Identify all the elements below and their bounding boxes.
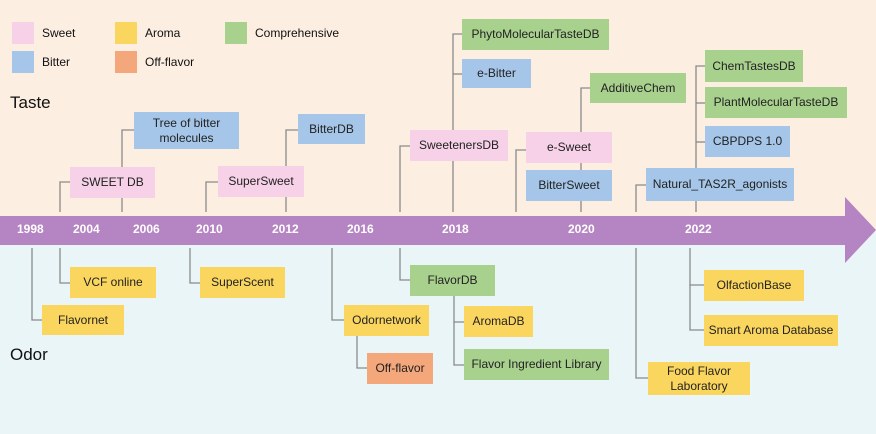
legend-aroma-label: Aroma: [145, 26, 181, 40]
taste-box-sweetenersdb: SweetenersDB: [410, 130, 508, 161]
year-label-2010: 2010: [196, 222, 223, 236]
odor-box-off-flavor: Off-flavor: [367, 353, 433, 384]
year-label-2018: 2018: [442, 222, 469, 236]
taste-box-additivechem: AdditiveChem: [590, 73, 686, 103]
odor-box-olfactionbase: OlfactionBase: [704, 270, 804, 301]
year-label-2004: 2004: [73, 222, 100, 236]
taste-section-label: Taste: [10, 93, 51, 112]
taste-box-supersweet: SuperSweet: [218, 166, 304, 197]
taste-box-natural-tas2r-agonists: Natural_TAS2R_agonists: [646, 168, 794, 201]
year-label-2012: 2012: [272, 222, 299, 236]
year-label-2022: 2022: [685, 222, 712, 236]
year-label-1998: 1998: [17, 222, 44, 236]
legend-bitter-label: Bitter: [42, 55, 71, 69]
taste-box-bitterdb: BitterDB: [298, 114, 365, 144]
legend-comprehensive-swatch: [225, 22, 247, 44]
timeline-arrow: [0, 197, 876, 263]
legend-aroma-swatch: [115, 22, 137, 44]
year-label-2006: 2006: [133, 222, 160, 236]
taste-box-phytomoleculartastedb: PhytoMolecularTasteDB: [462, 19, 609, 50]
odor-box-flavornet: Flavornet: [42, 305, 124, 335]
odor-box-superscent: SuperScent: [200, 267, 285, 298]
legend-comprehensive-label: Comprehensive: [255, 26, 340, 40]
year-label-2020: 2020: [568, 222, 595, 236]
taste-box-chemtastesdb: ChemTastesDB: [705, 50, 803, 82]
odor-box-smart-aroma-database: Smart Aroma Database: [704, 315, 838, 346]
taste-box-sweet-db: SWEET DB: [70, 167, 155, 198]
odor-box-flavor-ingredient-library: Flavor Ingredient Library: [464, 349, 609, 380]
taste-box-tree-of-bitter-molecules: Tree of bitter molecules: [134, 112, 239, 149]
legend-bitter-swatch: [12, 51, 34, 73]
legend-offflavor-swatch: [115, 51, 137, 73]
odor-box-vcf-online: VCF online: [70, 267, 156, 298]
odor-box-flavordb: FlavorDB: [410, 265, 495, 296]
taste-box-plantmoleculartastedb: PlantMolecularTasteDB: [705, 87, 847, 118]
odor-box-food-flavor-laboratory: Food Flavor Laboratory: [648, 362, 750, 395]
taste-box-e-bitter: e-Bitter: [462, 59, 531, 88]
taste-box-bittersweet: BitterSweet: [526, 170, 612, 201]
legend-offflavor-label: Off-flavor: [145, 55, 195, 69]
year-label-2016: 2016: [347, 222, 374, 236]
odor-section-label: Odor: [10, 345, 48, 364]
odor-box-aromadb: AromaDB: [464, 306, 533, 337]
odor-box-odornetwork: Odornetwork: [344, 305, 429, 336]
legend-sweet-swatch: [12, 22, 34, 44]
taste-box-e-sweet: e-Sweet: [526, 132, 612, 163]
legend-sweet-label: Sweet: [42, 26, 76, 40]
taste-box-cbpdps: CBPDPS 1.0: [705, 126, 790, 157]
